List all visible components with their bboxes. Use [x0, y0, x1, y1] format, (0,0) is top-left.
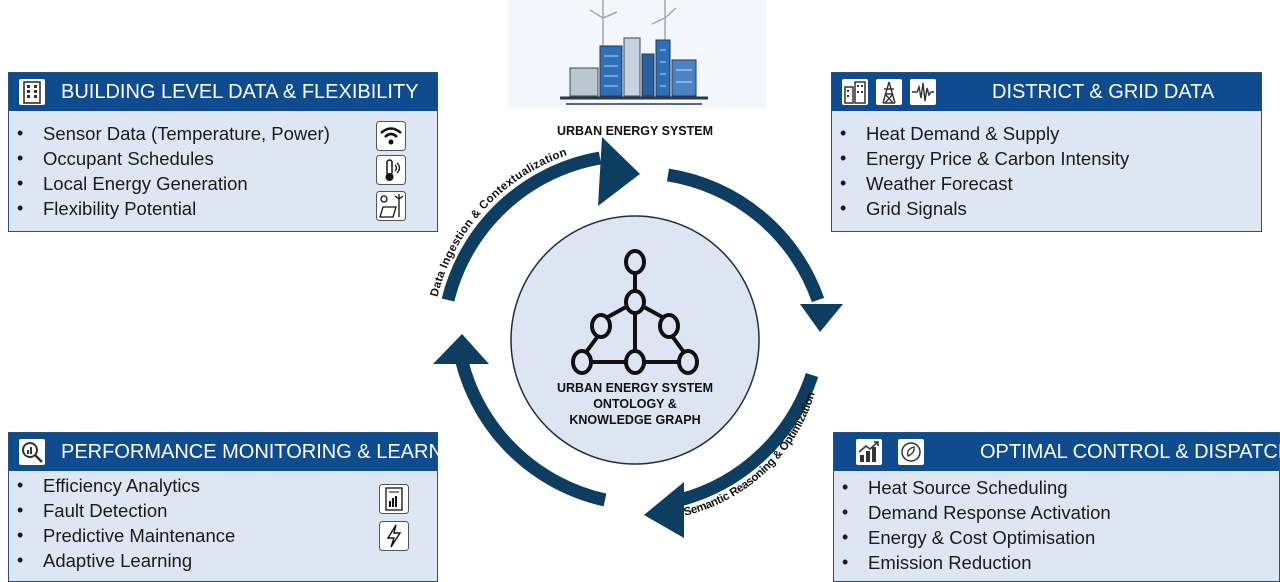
core-label-line-2: ONTOLOGY &	[593, 397, 677, 411]
list-item: Weather Forecast	[832, 171, 1129, 196]
city-illustration-icon	[508, 0, 766, 108]
power-tower-icon	[876, 79, 902, 105]
list-item: Grid Signals	[832, 196, 1129, 221]
list-item: Fault Detection	[9, 498, 235, 523]
core-label-line-3: KNOWLEDGE GRAPH	[569, 413, 701, 427]
recycle-icon	[898, 439, 924, 465]
building-level-panel: BUILDING LEVEL DATA & FLEXIBILITY Sensor…	[8, 72, 438, 232]
list-item: Flexibility Potential	[9, 196, 330, 221]
lightning-icon	[379, 521, 409, 551]
buildings-icon	[842, 79, 868, 105]
list-item: Heat Source Scheduling	[834, 475, 1111, 500]
report-chart-icon	[379, 484, 409, 514]
list-item: Adaptive Learning	[9, 548, 235, 573]
list-item: Energy & Cost Optimisation	[834, 525, 1111, 550]
panel-header: PERFORMANCE MONITORING & LEARNING	[9, 433, 478, 471]
panel-title: DISTRICT & GRID DATA	[992, 81, 1215, 103]
performance-monitoring-panel: PERFORMANCE MONITORING & LEARNING Effici…	[8, 432, 478, 582]
core-label: URBAN ENERGY SYSTEM ONTOLOGY & KNOWLEDGE…	[535, 380, 735, 428]
list-item: Demand Response Activation	[834, 500, 1111, 525]
list-item: Occupant Schedules	[9, 146, 330, 171]
list-item: Local Energy Generation	[9, 171, 330, 196]
signal-wave-icon	[910, 79, 936, 105]
panel-header: BUILDING LEVEL DATA & FLEXIBILITY	[9, 73, 437, 111]
item-list: Heat Demand & Supply Energy Price & Carb…	[832, 121, 1129, 221]
thermometer-icon	[376, 155, 406, 185]
knowledge-graph-icon	[571, 249, 699, 375]
panel-title: PERFORMANCE MONITORING & LEARNING	[61, 441, 479, 463]
building-icon	[19, 79, 45, 105]
optimal-control-panel: OPTIMAL CONTROL & DISPATCH Heat Source S…	[833, 432, 1280, 582]
urban-energy-system-label: URBAN ENERGY SYSTEM	[556, 124, 714, 138]
item-list: Efficiency Analytics Fault Detection Pre…	[9, 473, 235, 573]
panel-title: OPTIMAL CONTROL & DISPATCH	[980, 441, 1280, 463]
item-list: Sensor Data (Temperature, Power) Occupan…	[9, 121, 330, 221]
arrow-left	[455, 360, 607, 507]
list-item: Efficiency Analytics	[9, 473, 235, 498]
list-item: Energy Price & Carbon Intensity	[832, 146, 1129, 171]
list-item: Sensor Data (Temperature, Power)	[9, 121, 330, 146]
item-list: Heat Source Scheduling Demand Response A…	[834, 475, 1111, 575]
list-item: Predictive Maintenance	[9, 523, 235, 548]
panel-header: DISTRICT & GRID DATA	[832, 73, 1261, 111]
list-item: Heat Demand & Supply	[832, 121, 1129, 146]
arrow-right	[666, 168, 825, 303]
list-item: Emission Reduction	[834, 550, 1111, 575]
analytics-icon	[19, 439, 45, 465]
panel-header: OPTIMAL CONTROL & DISPATCH	[834, 433, 1280, 471]
arrow-top	[441, 151, 602, 302]
arrow-bottom	[678, 372, 819, 507]
growth-chart-icon	[856, 439, 882, 465]
solar-wind-icon	[376, 191, 406, 221]
panel-title: BUILDING LEVEL DATA & FLEXIBILITY	[61, 81, 419, 103]
district-grid-panel: DISTRICT & GRID DATA Heat Demand & Suppl…	[831, 72, 1262, 232]
cycle-arrows	[441, 151, 825, 507]
arrow-heads	[433, 137, 843, 538]
core-label-line-1: URBAN ENERGY SYSTEM	[556, 381, 714, 395]
wifi-icon	[376, 121, 406, 151]
